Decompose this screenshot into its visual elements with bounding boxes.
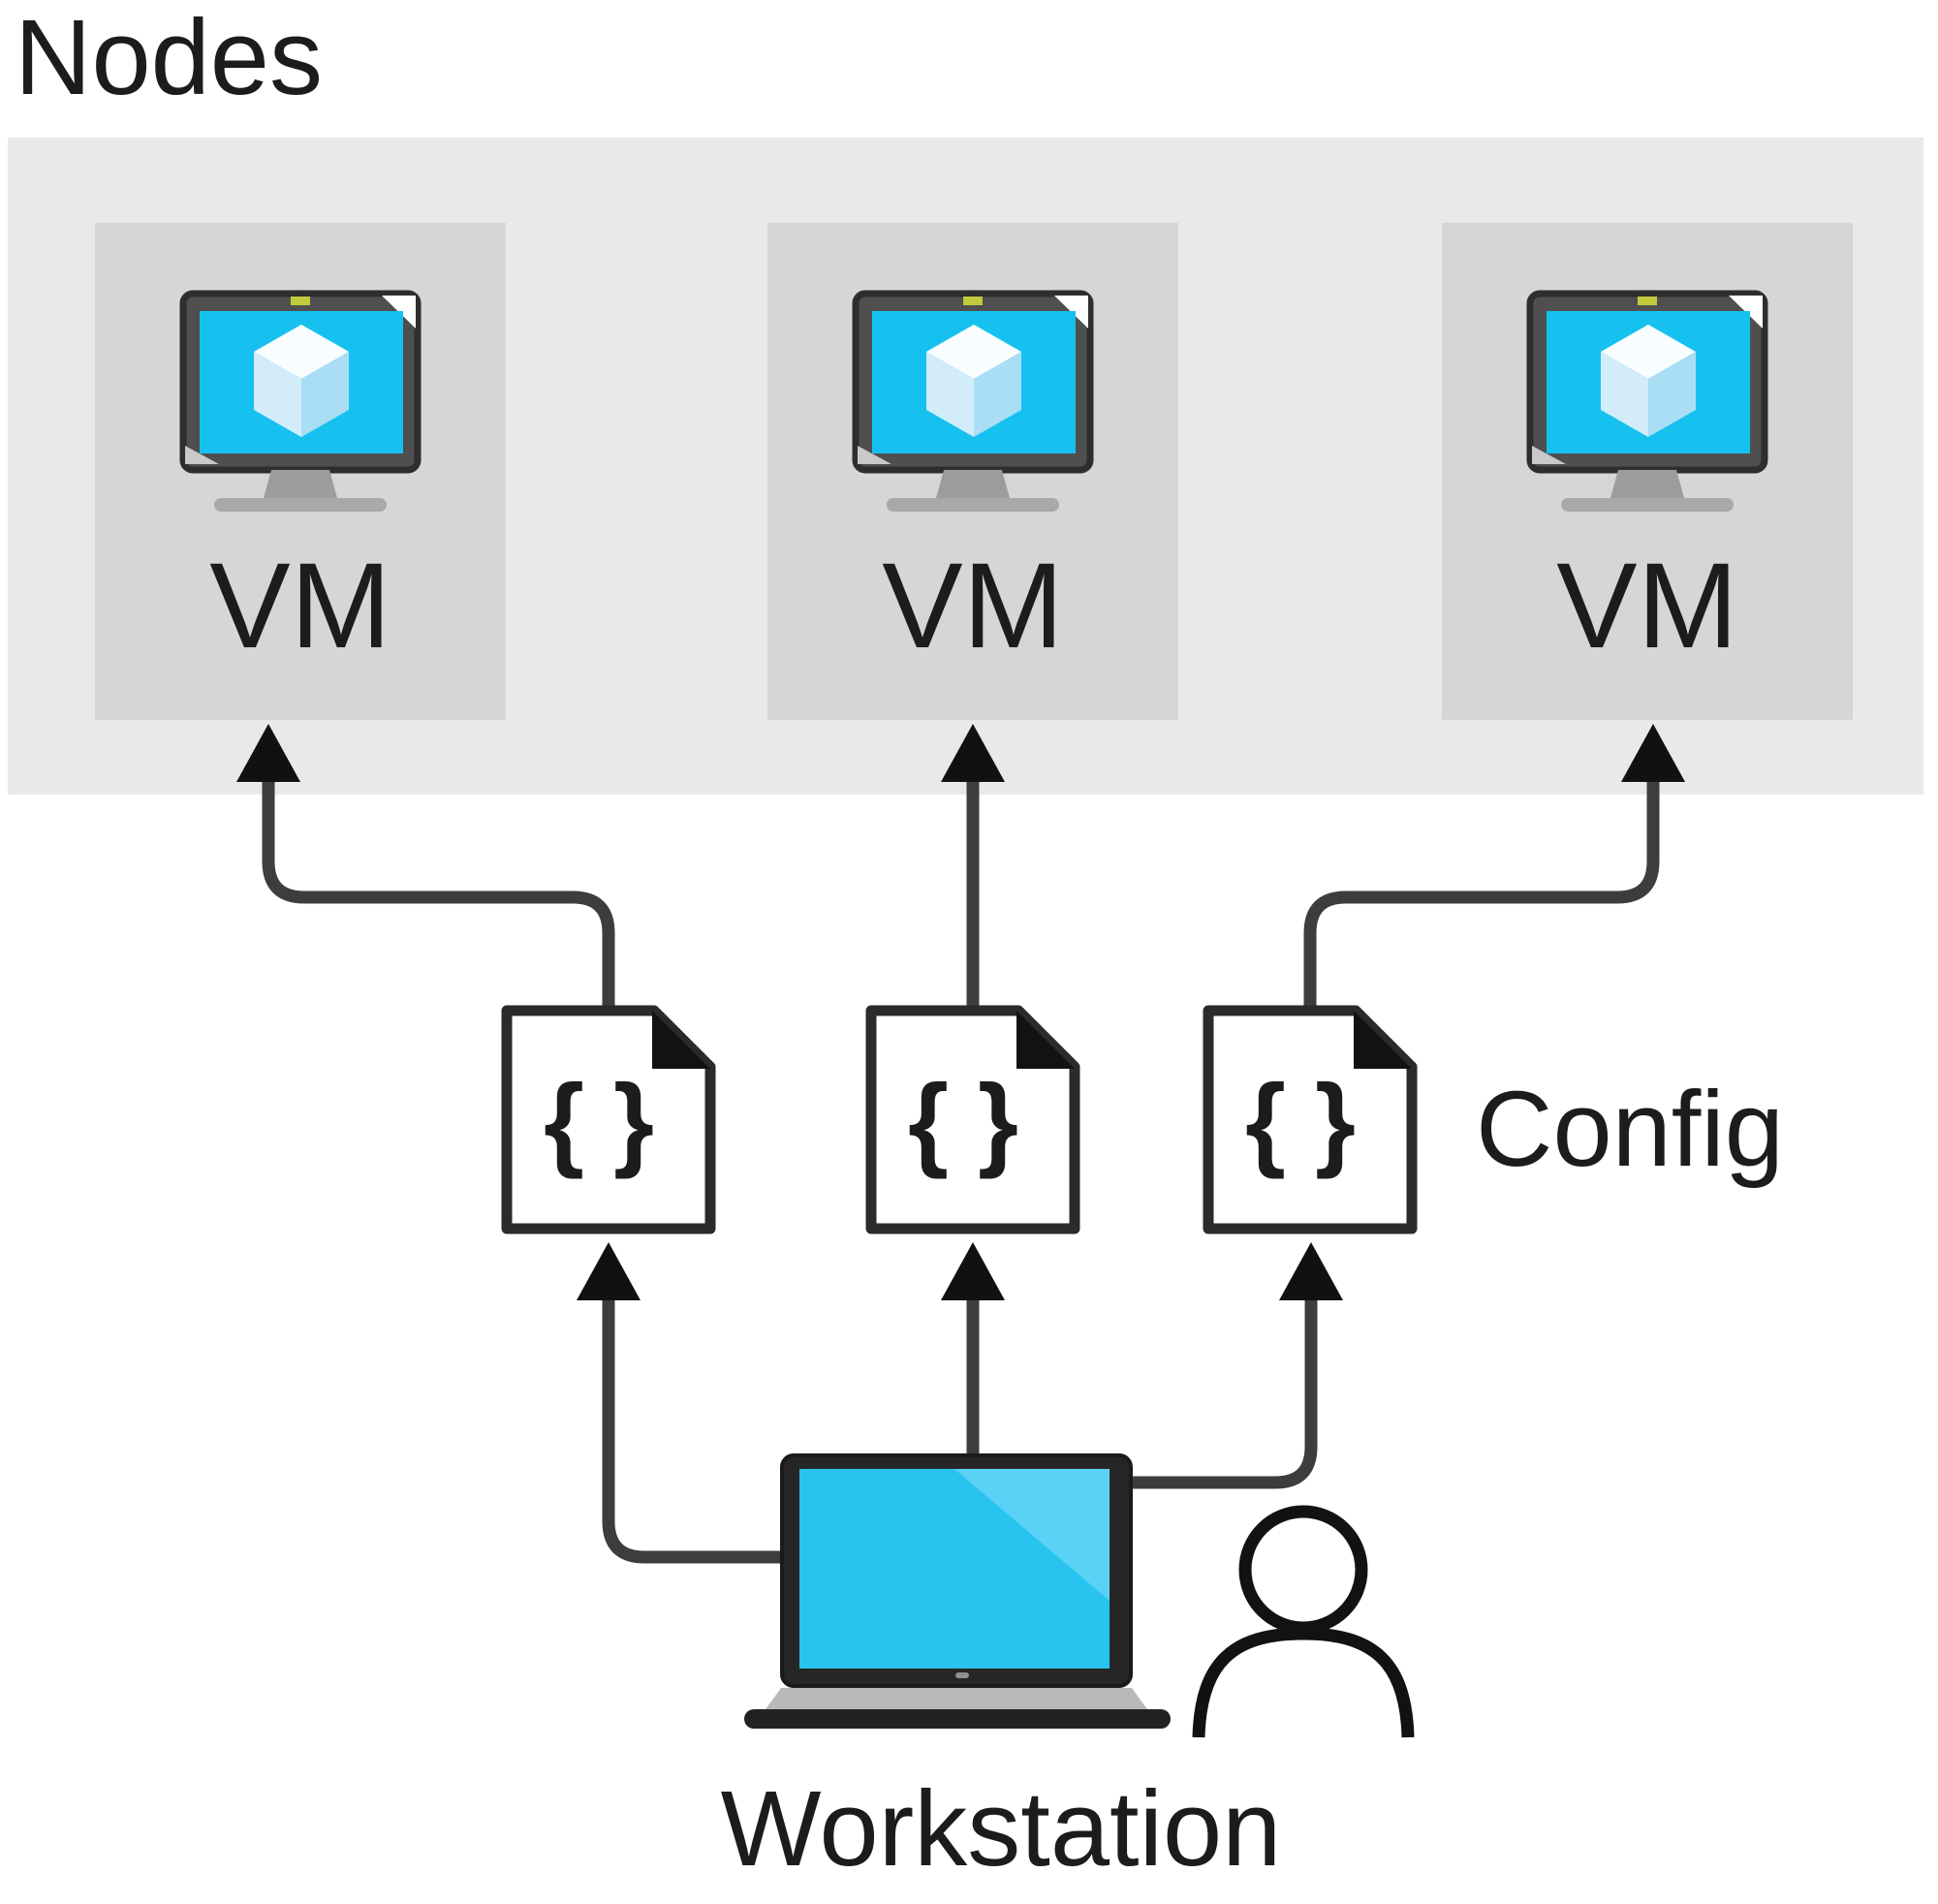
cube-icon: [254, 325, 349, 437]
vm-label: VM: [1556, 539, 1738, 673]
vm-node-1: VM: [95, 223, 506, 720]
cube-icon: [926, 325, 1021, 437]
vm-monitor-icon: [179, 290, 422, 512]
cube-icon: [1601, 325, 1696, 437]
monitor-stand: [936, 470, 1010, 498]
power-led-icon: [963, 297, 983, 305]
vm-node-2: VM: [767, 223, 1178, 720]
config-file-icon-1: { }: [501, 1005, 716, 1234]
laptop-icon: [744, 1453, 1171, 1729]
laptop-keyboard-deck: [766, 1688, 1147, 1709]
folded-corner-icon: [1016, 1011, 1075, 1069]
connector-config3-to-vm3: [1303, 724, 1685, 1014]
vm-label: VM: [882, 539, 1064, 673]
laptop-base: [744, 1709, 1171, 1729]
power-led-icon: [1638, 297, 1657, 305]
arrowhead-up-icon: [941, 1242, 1005, 1300]
connector-config1-to-vm1: [236, 724, 615, 1014]
connector-workstation-to-config3: [1131, 1242, 1343, 1489]
vm-node-3: VM: [1442, 223, 1853, 720]
vm-monitor-icon: [852, 290, 1094, 512]
person-head: [1238, 1505, 1368, 1635]
config-file-icon-2: { }: [865, 1005, 1080, 1234]
person-shoulders: [1192, 1627, 1415, 1738]
monitor-base: [887, 498, 1059, 512]
monitor-stand: [1610, 470, 1684, 498]
webcam-dot-icon: [955, 1672, 969, 1678]
connector-workstation-to-config1: [577, 1242, 782, 1564]
arrowhead-up-icon: [1621, 724, 1685, 782]
monitor-base: [214, 498, 387, 512]
braces-glyph: { }: [908, 1062, 1018, 1179]
workstation-label: Workstation: [721, 1769, 1282, 1888]
config-label: Config: [1476, 1070, 1784, 1189]
arrowhead-up-icon: [941, 724, 1005, 782]
connector-config2-to-vm2: [941, 724, 1005, 1014]
arrowhead-up-icon: [236, 724, 300, 782]
nodes-region-title: Nodes: [15, 0, 323, 117]
config-file-icon-3: { }: [1203, 1005, 1418, 1234]
braces-glyph: { }: [1245, 1062, 1356, 1179]
monitor-base: [1561, 498, 1734, 512]
connector-workstation-to-config2: [941, 1242, 1005, 1463]
braces-glyph: { }: [544, 1062, 654, 1179]
folded-corner-icon: [1354, 1011, 1412, 1069]
vm-label: VM: [209, 539, 391, 673]
person-icon: [1192, 1505, 1415, 1738]
vm-monitor-icon: [1526, 290, 1768, 512]
folded-corner-icon: [652, 1011, 710, 1069]
arrowhead-up-icon: [577, 1242, 641, 1300]
power-led-icon: [291, 297, 310, 305]
arrowhead-up-icon: [1279, 1242, 1343, 1300]
monitor-stand: [264, 470, 337, 498]
